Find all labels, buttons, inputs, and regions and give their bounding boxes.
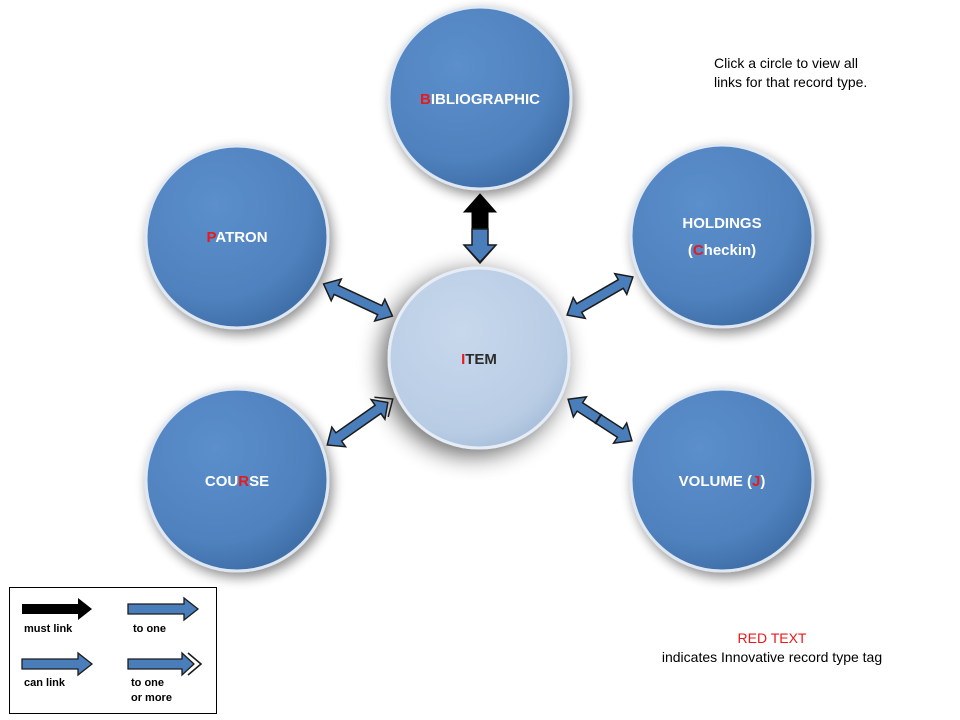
- can-link-arrow-icon: [21, 651, 94, 677]
- arrow-holdings-item: [566, 272, 634, 320]
- legend-arrows: [21, 596, 203, 677]
- legend-to-one-or-more-line-2: or more: [131, 692, 172, 704]
- legend-must-link: must link: [24, 623, 73, 635]
- legend: must link to one can link to one or more: [9, 587, 217, 714]
- red-text-description: indicates Innovative record type tag: [661, 649, 883, 665]
- patron-node[interactable]: PATRON: [144, 144, 330, 330]
- arrow-volume-item: [567, 395, 633, 445]
- legend-can-link: can link: [24, 677, 65, 689]
- patron-label: PATRON: [206, 229, 267, 246]
- must-link-arrow-icon: [22, 598, 92, 620]
- to-one-arrow-icon: [127, 596, 200, 622]
- legend-to-one: to one: [133, 623, 166, 635]
- arrow-bibliographic-item: [462, 193, 498, 265]
- red-text-note: RED TEXT indicates Innovative record typ…: [612, 629, 932, 667]
- course-label: COURSE: [205, 473, 269, 490]
- volume-node[interactable]: VOLUME (J): [629, 387, 815, 573]
- bibliographic-label: BIBLIOGRAPHIC: [420, 91, 540, 108]
- course-node[interactable]: COURSE: [144, 387, 330, 573]
- holdings-node[interactable]: HOLDINGS (Checkin): [629, 143, 815, 329]
- holdings-sublabel: (Checkin): [688, 242, 756, 259]
- bibliographic-node[interactable]: BIBLIOGRAPHIC: [387, 5, 573, 191]
- instruction-line-2: links for that record type.: [714, 74, 868, 90]
- legend-to-one-or-more-line-1: to one: [131, 677, 164, 689]
- item-node[interactable]: ITEM: [387, 266, 571, 450]
- instruction-line-1: Click a circle to view all: [714, 55, 858, 71]
- red-text-label: RED TEXT: [737, 630, 807, 646]
- arrow-course-item: [326, 396, 394, 448]
- volume-label: VOLUME (J): [679, 473, 766, 490]
- arrow-patron-item: [322, 277, 394, 323]
- item-label: ITEM: [461, 351, 497, 368]
- holdings-label: HOLDINGS: [682, 215, 761, 232]
- to-one-or-more-arrow-icon: [127, 651, 195, 677]
- instruction-text: Click a circle to view all links for tha…: [714, 54, 954, 92]
